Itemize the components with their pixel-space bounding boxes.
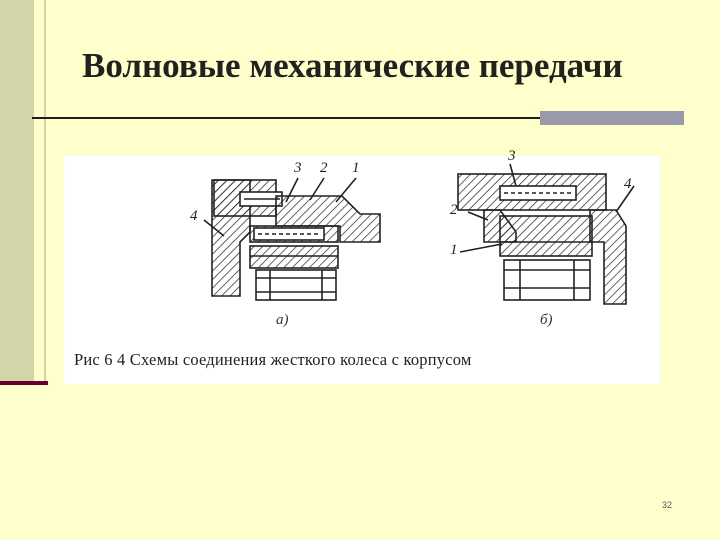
figure-caption: Рис 6 4 Схемы соединения жесткого колеса… — [74, 350, 472, 369]
drawing-b — [457, 163, 635, 305]
page-number: 32 — [662, 500, 673, 510]
drawing-a — [203, 177, 381, 301]
callout-b-3: 3 — [508, 148, 516, 164]
callout-a-1: 1 — [352, 160, 360, 176]
callout-a-3: 3 — [294, 160, 302, 176]
callout-b-4: 4 — [624, 176, 632, 192]
left-accent-rule — [44, 0, 46, 383]
callout-b-1: 1 — [450, 242, 458, 258]
title-accent-bar — [540, 111, 684, 125]
sub-label-b: б) — [540, 312, 553, 328]
sub-label-a: а) — [276, 312, 289, 328]
callout-a-4: 4 — [190, 208, 198, 224]
callout-a-2: 2 — [320, 160, 328, 176]
drawing-illustration — [203, 163, 635, 305]
technical-drawing-figure: 3 2 1 4 3 4 2 1 а) б) Рис 6 4 Схемы соед… — [64, 148, 659, 384]
callout-b-2: 2 — [450, 202, 458, 218]
left-accent-base — [0, 381, 48, 385]
slide-title: Волновые механические передачи — [82, 46, 623, 85]
title-underline — [32, 117, 540, 119]
left-accent-band — [0, 0, 34, 383]
